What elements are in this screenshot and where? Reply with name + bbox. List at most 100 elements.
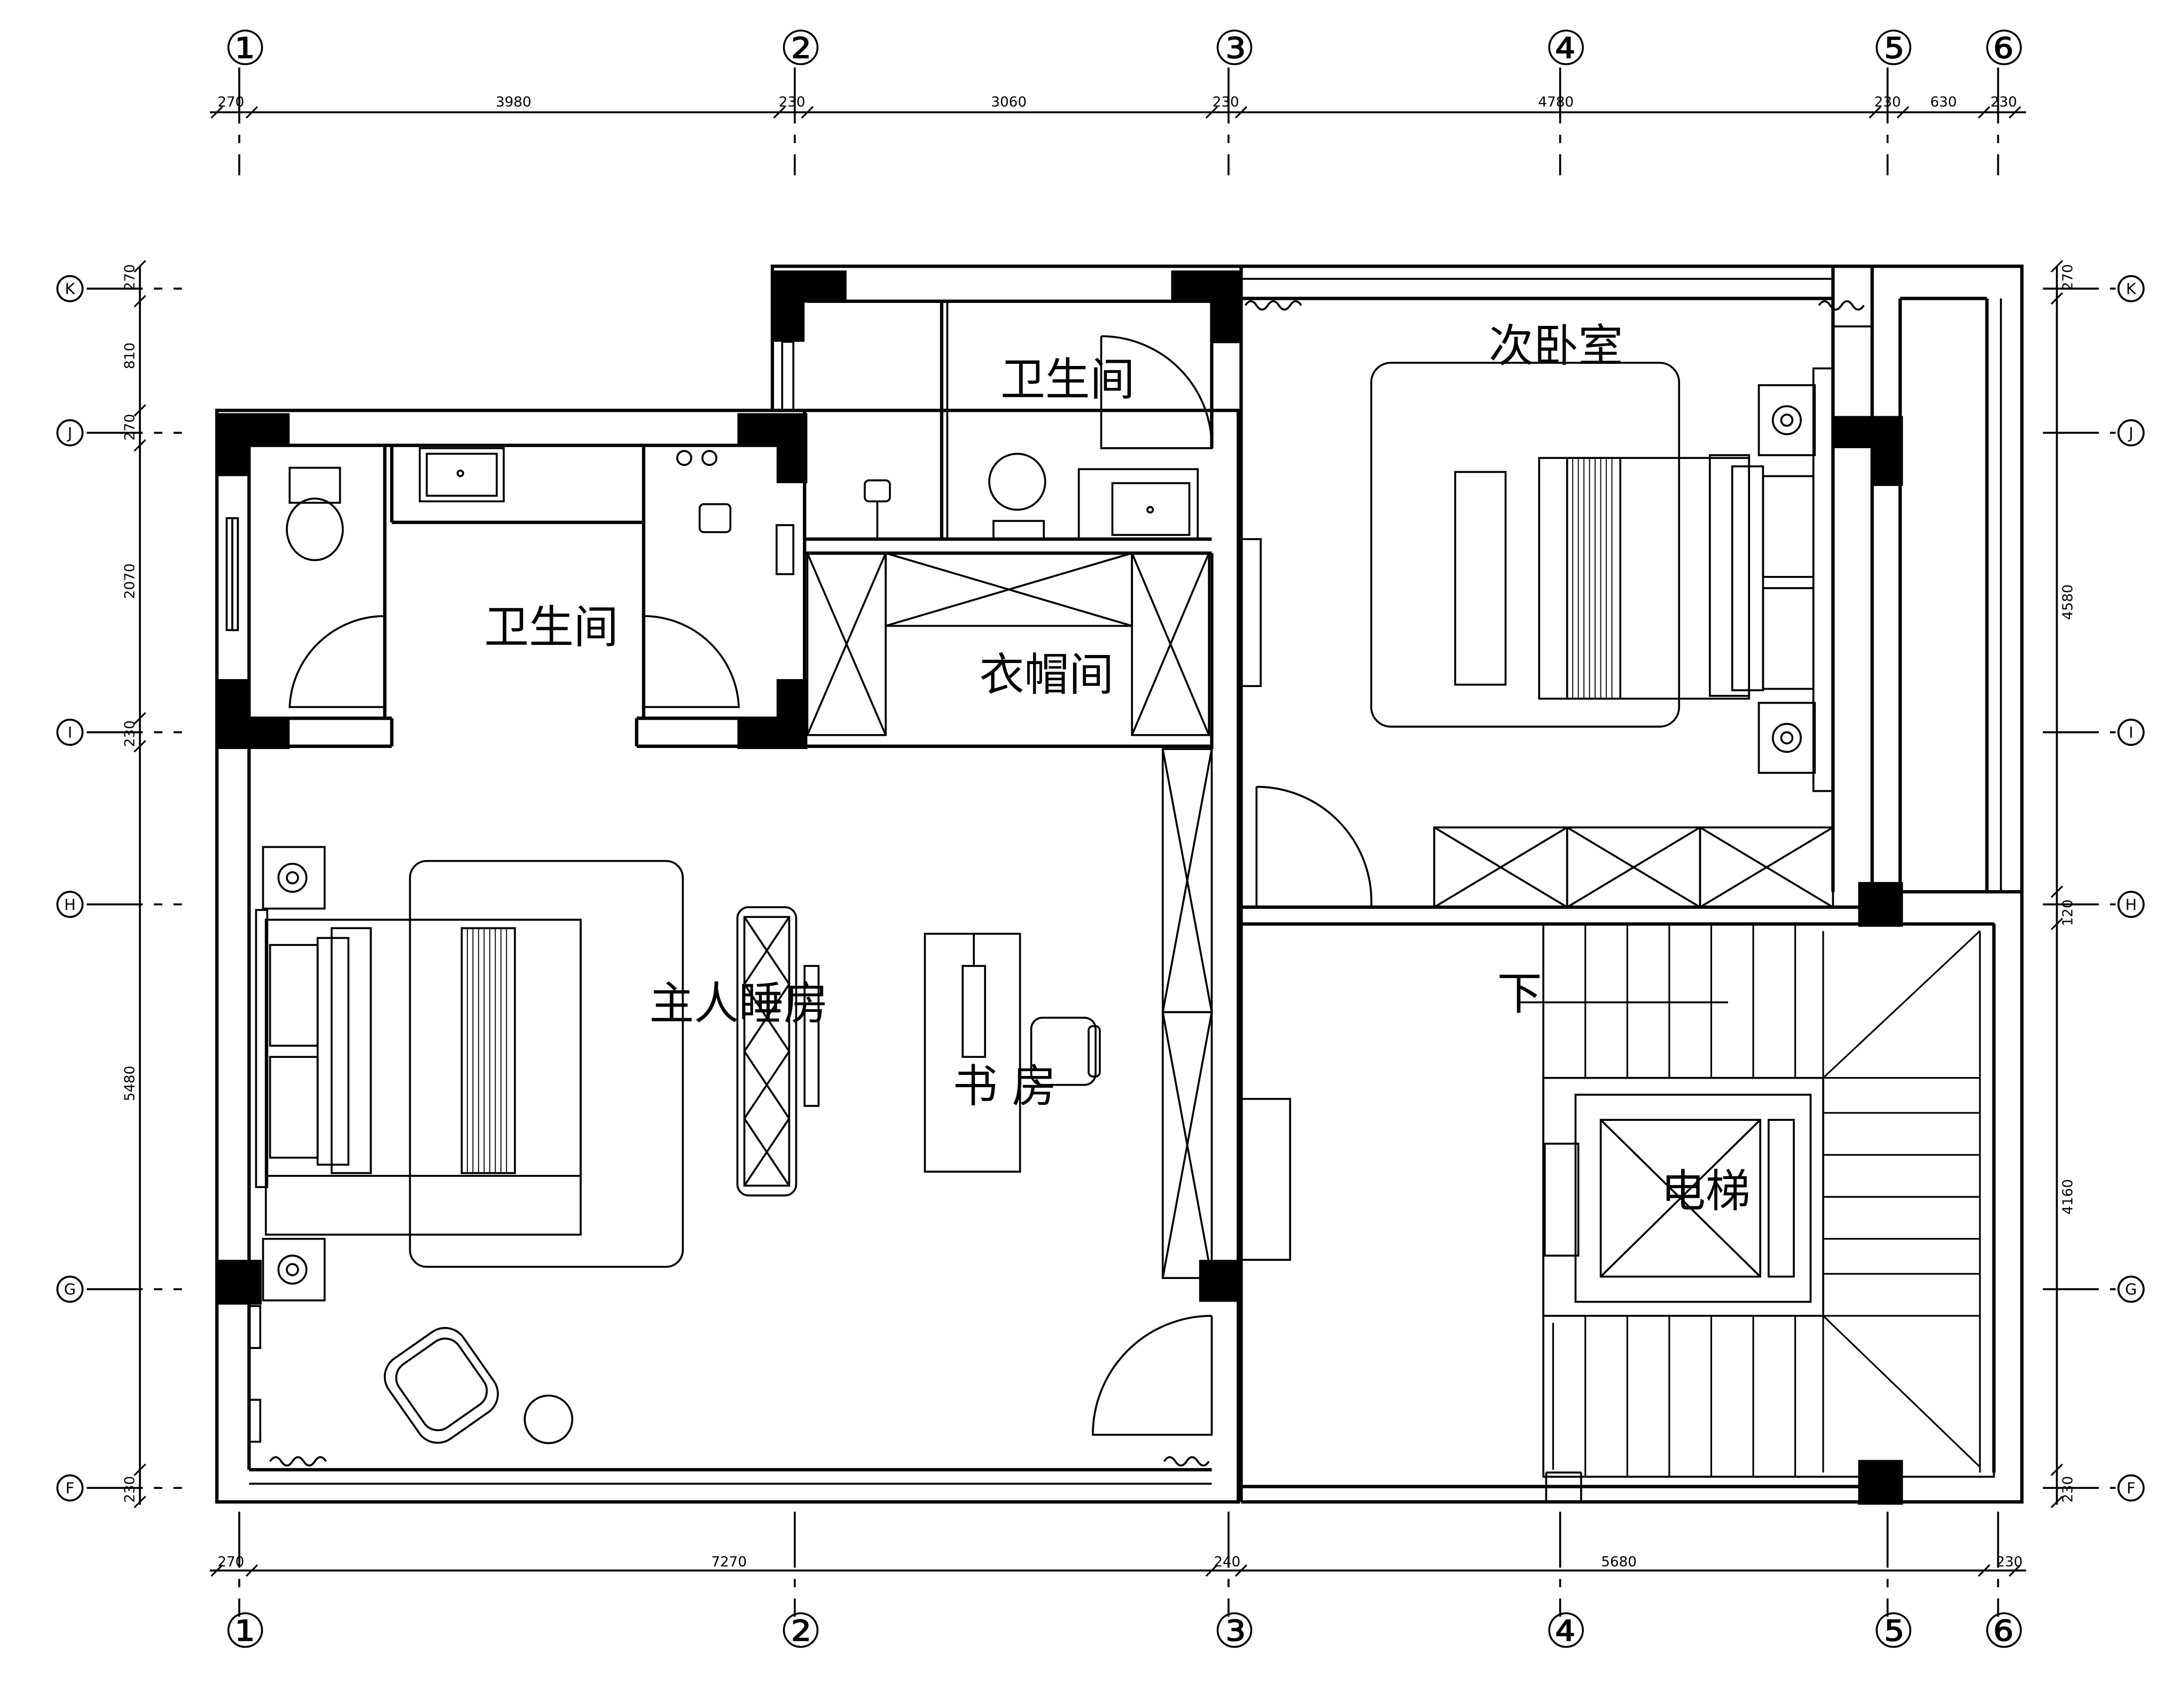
- row-bubbles-right: [2117, 275, 2145, 1502]
- axis-row-j-left: J: [67, 424, 72, 442]
- dimension-labels-right: 270 4580 120 4160 230: [2060, 264, 2076, 1502]
- dimension-tick: [2050, 1463, 2064, 1476]
- dim-left-4: 230: [122, 720, 138, 747]
- axis-row-i-left: I: [68, 723, 72, 742]
- dim-left-5: 5480: [122, 1066, 138, 1102]
- dim-top-7: 630: [1930, 95, 1957, 111]
- dim-bottom-1: 7270: [711, 1554, 747, 1570]
- axis-col-1-bottom: ①: [224, 1604, 267, 1659]
- room-label-bath-top: 卫生间: [1001, 353, 1135, 405]
- dimension-tick: [2050, 260, 2064, 272]
- dimension-tick: [2050, 885, 2064, 898]
- dimension-tick: [1205, 1564, 1218, 1577]
- top-bathroom-fixtures: [863, 453, 1199, 540]
- dimension-labels-top: 270 3980 230 3060 230 4780 230 630 230: [217, 95, 2017, 111]
- dimension-tick: [1869, 106, 1881, 119]
- dimension-tick: [773, 106, 786, 119]
- dim-bottom-3: 5680: [1601, 1554, 1637, 1570]
- dim-bottom-2: 240: [1214, 1554, 1240, 1570]
- room-label-second-bedroom: 次卧室: [1489, 319, 1623, 372]
- cabinets: [806, 552, 1834, 1280]
- dimension-labels-bottom: 270 7270 240 5680 230: [217, 1554, 2022, 1570]
- dimension-tick: [2050, 292, 2064, 305]
- dimension-labels-left: 270 810 270 2070 230 5480 230: [122, 264, 138, 1502]
- axis-row-k-right: K: [2126, 280, 2137, 298]
- dimension-tick: [1234, 106, 1247, 119]
- doors: [288, 335, 1373, 1436]
- axis-col-2-top: ②: [779, 21, 822, 76]
- dim-top-0: 270: [217, 95, 244, 111]
- dimension-tick: [2009, 106, 2021, 119]
- dimension-tick: [134, 740, 146, 753]
- dimension-tick: [2050, 1495, 2064, 1508]
- dim-right-3: 4160: [2060, 1179, 2076, 1215]
- stairs-and-elevator: [1518, 923, 1995, 1502]
- dim-top-6: 230: [1874, 95, 1901, 111]
- axis-col-6-bottom: ⑥: [1983, 1604, 2026, 1659]
- structural-columns: [217, 270, 1903, 1505]
- dim-top-2: 230: [779, 95, 806, 111]
- axis-grid-lines: [87, 67, 2116, 1617]
- dim-right-2: 120: [2060, 900, 2076, 926]
- master-bedroom-furniture: [255, 846, 1210, 1467]
- dim-left-1: 810: [122, 342, 138, 369]
- dimension-lines: [134, 106, 2064, 1577]
- axis-col-2-bottom: ②: [779, 1604, 822, 1659]
- dimension-tick: [134, 295, 146, 308]
- axis-row-j-right: J: [2128, 424, 2134, 442]
- stairs-down-label: 下: [1497, 968, 1542, 1020]
- dimension-tick: [134, 1463, 146, 1476]
- dimension-tick: [210, 1564, 223, 1577]
- row-bubbles-left: [56, 275, 84, 1502]
- axis-col-5-bottom: ⑤: [1872, 1604, 1915, 1659]
- dim-left-6: 230: [122, 1476, 138, 1503]
- dim-left-3: 2070: [122, 563, 138, 599]
- room-label-master-bedroom: 主人睡房: [649, 978, 828, 1030]
- dimension-tick: [1234, 1564, 1247, 1577]
- axis-row-f-right: F: [2127, 1479, 2136, 1498]
- room-label-cloakroom: 衣帽间: [980, 649, 1114, 701]
- dim-right-4: 230: [2060, 1476, 2076, 1503]
- axis-col-4-top: ④: [1545, 21, 1588, 76]
- dim-bottom-0: 270: [217, 1554, 244, 1570]
- axis-col-3-bottom: ③: [1213, 1604, 1256, 1659]
- left-bathroom-fixtures: [286, 447, 732, 561]
- dimension-tick: [134, 260, 146, 272]
- dim-left-0: 270: [122, 264, 138, 291]
- axis-row-k-left: K: [65, 280, 76, 298]
- axis-col-3-top: ③: [1213, 21, 1256, 76]
- axis-row-i-right: I: [2129, 723, 2133, 742]
- dimension-tick: [210, 106, 223, 119]
- windows: [225, 325, 1873, 1443]
- dimension-tick: [245, 106, 259, 119]
- dimension-tick: [134, 1495, 146, 1508]
- axis-col-5-top: ⑤: [1872, 21, 1915, 76]
- room-label-study: 书 房: [953, 1060, 1057, 1112]
- dim-top-8: 230: [1990, 95, 2017, 111]
- axis-row-g-left: G: [64, 1281, 76, 1299]
- dim-top-4: 230: [1213, 95, 1239, 111]
- axis-row-g-right: G: [2125, 1281, 2137, 1299]
- second-bedroom-furniture: [1244, 300, 1865, 792]
- dim-right-0: 270: [2060, 264, 2076, 291]
- dim-left-2: 270: [122, 414, 138, 441]
- axis-col-1-top: ①: [224, 21, 267, 76]
- axis-col-4-bottom: ④: [1545, 1604, 1588, 1659]
- room-label-elevator: 电梯: [1661, 1165, 1751, 1218]
- dimension-tick: [2050, 917, 2064, 931]
- dimension-tick: [134, 439, 146, 452]
- dimension-tick: [2009, 1564, 2021, 1577]
- dimension-tick: [134, 404, 146, 417]
- axis-row-h-right: H: [2125, 895, 2137, 914]
- axis-col-6-top: ⑥: [1983, 21, 2026, 76]
- dimension-tick: [1896, 106, 1909, 119]
- dimension-tick: [801, 106, 814, 119]
- dim-top-1: 3980: [496, 95, 532, 111]
- axis-row-h-left: H: [64, 895, 76, 914]
- dimension-tick: [1978, 1564, 1990, 1577]
- dim-top-3: 3060: [991, 95, 1027, 111]
- dimension-tick: [245, 1564, 259, 1577]
- dim-bottom-4: 230: [1996, 1554, 2022, 1570]
- dim-right-1: 4580: [2060, 584, 2076, 620]
